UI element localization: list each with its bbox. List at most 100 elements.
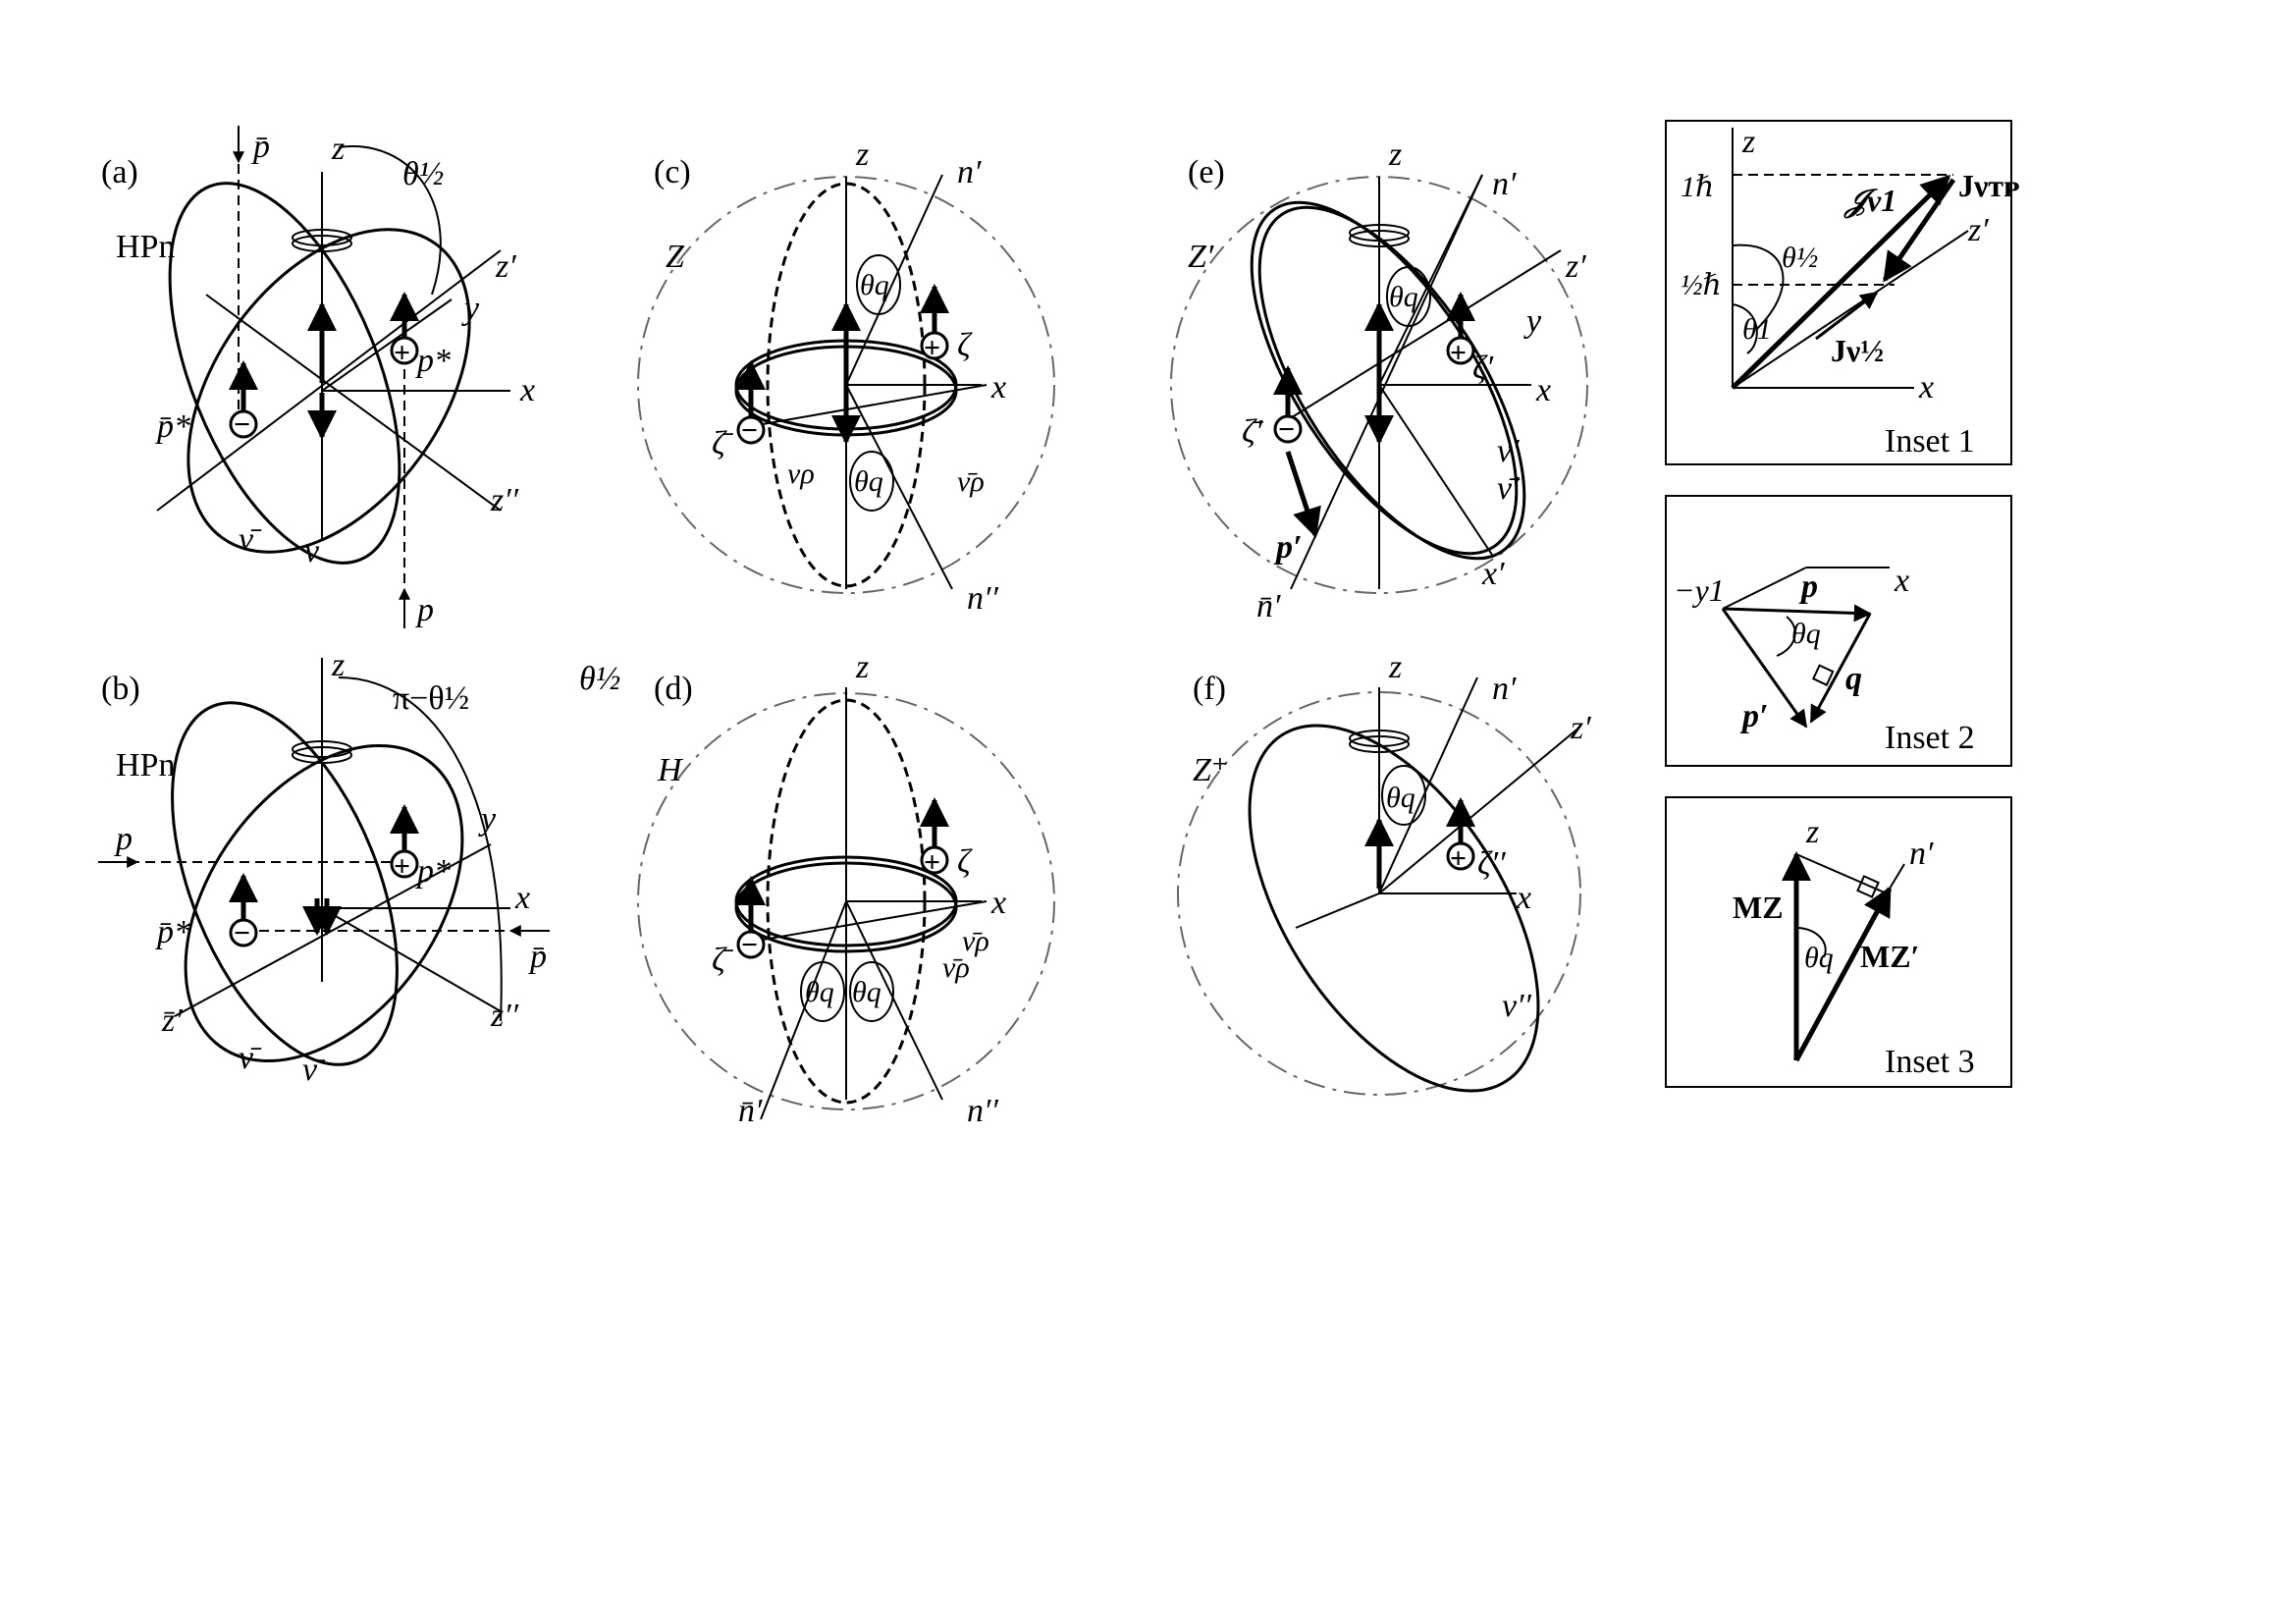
- label: p*: [415, 343, 451, 379]
- label: n′′: [967, 1093, 998, 1129]
- panel-f-tag: (f): [1193, 671, 1226, 707]
- svg-text:+: +: [1450, 842, 1467, 875]
- label: θq: [854, 465, 883, 498]
- panel-c-tag: (c): [654, 154, 691, 190]
- svg-text:+: +: [394, 850, 410, 883]
- label: −y1: [1674, 572, 1725, 608]
- label: q: [1845, 661, 1862, 697]
- label: n′: [1909, 836, 1934, 872]
- label: z′′: [490, 482, 519, 518]
- label: θq: [852, 976, 881, 1008]
- label: x: [1918, 369, 1934, 406]
- label: z′: [1967, 212, 1989, 248]
- label: ν′: [1497, 433, 1520, 469]
- label: ν̄ρ: [942, 951, 970, 984]
- label: p̄*: [155, 914, 190, 950]
- label: ν̄: [302, 1052, 326, 1088]
- label: MZ: [1733, 890, 1784, 925]
- label: z: [331, 131, 345, 167]
- panel-b: (b) + − z π−θ½ HPn y p p* x p̄* p̄ z̄′ z…: [98, 647, 550, 1088]
- label: θ½: [402, 156, 444, 192]
- label: ν̄ρ: [957, 465, 985, 498]
- label: θq: [1389, 281, 1418, 313]
- label: ν̄′: [1497, 470, 1521, 507]
- label: z: [331, 647, 345, 683]
- minus-charge-icon: [1273, 414, 1303, 444]
- panel-b-tag: (b): [101, 671, 140, 707]
- label: y: [478, 801, 497, 838]
- label: x: [990, 885, 1006, 921]
- label: νρ: [787, 458, 815, 490]
- label: z: [1388, 136, 1402, 173]
- panel-a-tag: (a): [101, 154, 138, 190]
- svg-text:−: −: [741, 414, 758, 447]
- plus-charge-icon: [920, 331, 949, 360]
- panel-c: (c) + − z n′ Z θq ζ x ζ̄ ν̄ρ νρ θq n′′: [637, 136, 1055, 617]
- label: n′: [957, 154, 982, 190]
- label: z̄′: [161, 1002, 183, 1039]
- label: θ½: [1782, 242, 1818, 274]
- label: ν̄: [239, 1040, 262, 1076]
- label: 1ℏ: [1681, 171, 1714, 203]
- inset-2: −y1 p x θq q p′ Inset 2: [1665, 495, 2012, 767]
- label: HPn: [116, 229, 175, 265]
- label: x′: [1481, 556, 1505, 592]
- label: θ1: [1742, 313, 1772, 346]
- label: H: [657, 752, 684, 788]
- label: n̄′: [1256, 588, 1281, 624]
- inset-3-caption: Inset 3: [1885, 1044, 1975, 1080]
- plus-charge-icon: [390, 849, 419, 879]
- minus-charge-icon: [736, 415, 766, 445]
- label: Z′: [1188, 239, 1214, 275]
- svg-text:+: +: [394, 337, 410, 369]
- label: ζ: [957, 327, 973, 363]
- label: z′′: [490, 998, 519, 1034]
- label: ζ̄′: [1242, 413, 1264, 450]
- label: x: [1535, 372, 1551, 408]
- label: z′: [1565, 248, 1586, 285]
- minus-charge-icon: [229, 409, 258, 439]
- label: Z⁺: [1193, 752, 1229, 788]
- label: x: [1516, 880, 1531, 916]
- svg-text:−: −: [1278, 413, 1295, 446]
- label: y: [1523, 303, 1542, 340]
- plus-charge-icon: [920, 845, 949, 875]
- svg-text:−: −: [234, 408, 250, 441]
- label: θq: [1791, 618, 1821, 650]
- label: θq: [1804, 942, 1834, 974]
- label: ν: [304, 533, 320, 569]
- svg-text:+: +: [924, 846, 940, 879]
- label: z′: [495, 248, 516, 285]
- label: MZ′: [1860, 939, 1920, 974]
- inset-1-caption: Inset 1: [1885, 423, 1975, 460]
- minus-charge-icon: [736, 930, 766, 959]
- plus-charge-icon: [1446, 336, 1475, 365]
- label: p′: [1273, 529, 1303, 566]
- label: ν̄ρ: [962, 925, 989, 957]
- label: z: [1805, 814, 1819, 850]
- label: ζ: [957, 843, 973, 880]
- label: ζ̄: [712, 942, 734, 978]
- panel-a: (a) + − p̄ z θ½ HPn z′ y p* x p: [101, 126, 535, 628]
- inset-1: z 1ℏ Jνᴛᴘ 𝒥ν1 z′ θ½ ½ℏ θ1 Jν½ x Inset 1: [1665, 120, 2020, 465]
- label: p̄: [528, 939, 547, 975]
- label: z: [1388, 649, 1402, 685]
- svg-text:+: +: [924, 332, 940, 364]
- label: θ½: [579, 661, 620, 697]
- label: ½ℏ: [1681, 269, 1722, 301]
- label: z: [1741, 124, 1755, 160]
- svg-text:+: +: [1450, 337, 1467, 369]
- inset-2-caption: Inset 2: [1885, 720, 1975, 756]
- label: ζ̄: [712, 425, 734, 461]
- label: p′: [1739, 698, 1769, 734]
- label: π−θ½: [393, 680, 469, 717]
- label: θq: [860, 269, 889, 301]
- plus-charge-icon: [390, 336, 419, 365]
- label: p: [114, 821, 133, 857]
- svg-text:−: −: [741, 929, 758, 961]
- label: n̄′: [738, 1093, 763, 1129]
- label: n′: [1492, 166, 1517, 202]
- label: p*: [415, 853, 451, 890]
- label: z′: [1570, 710, 1591, 746]
